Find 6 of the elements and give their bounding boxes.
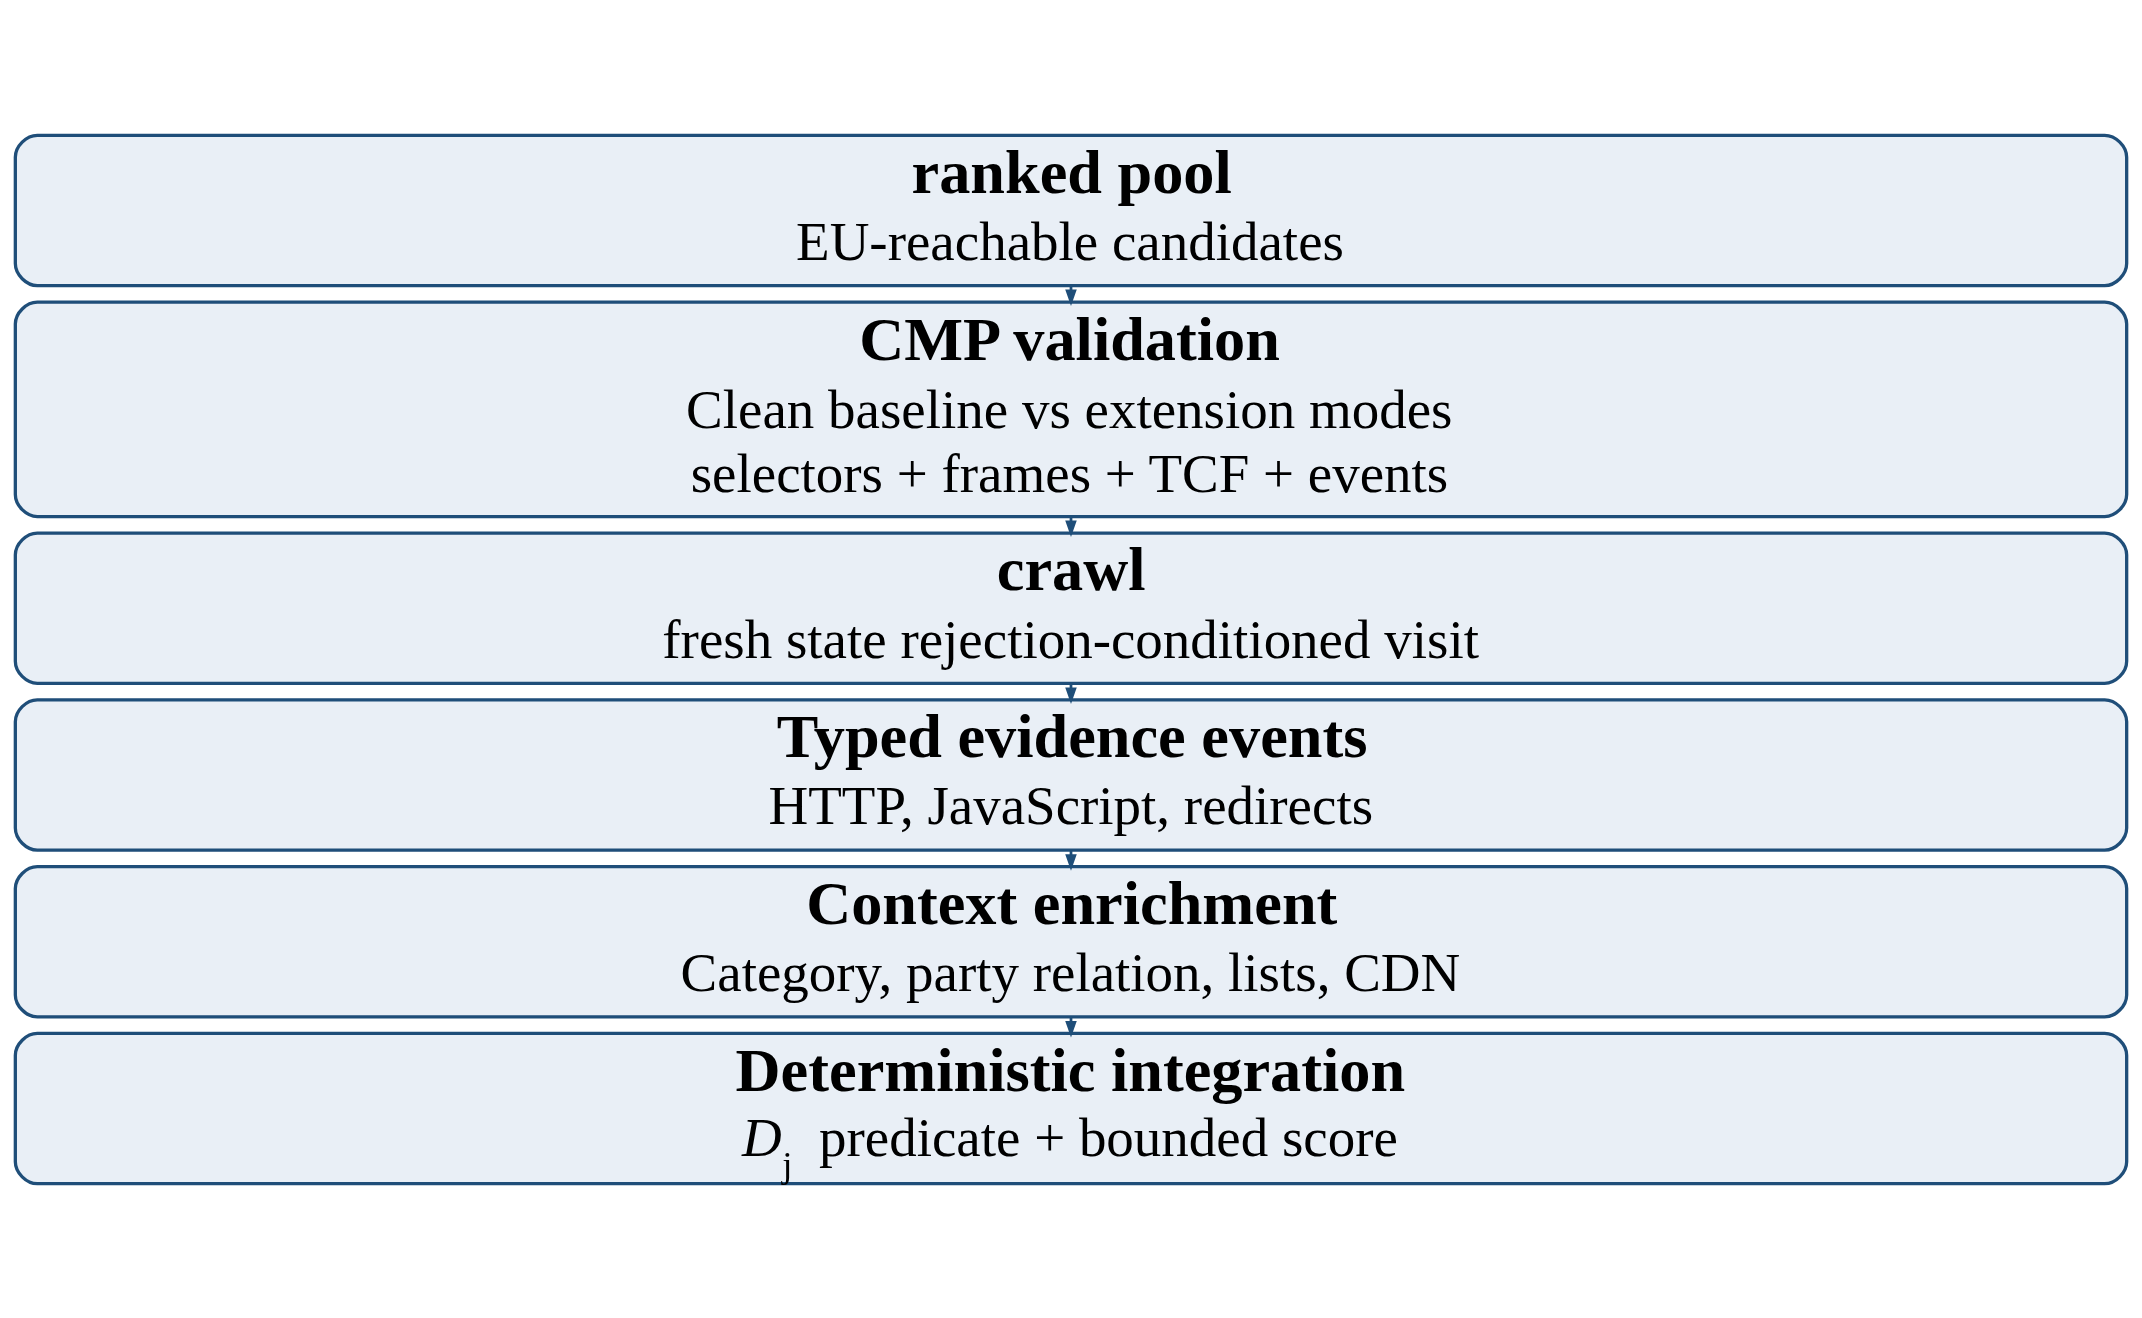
- node-box: crawl fresh state rejection-conditioned visit: [13, 530, 2129, 685]
- node-box: Context enrichment Category, party relation, lists, CDN: [13, 864, 2129, 1019]
- node-box: Typed evidence events HTTP, JavaScript, redirects: [13, 697, 2129, 852]
- node-box: CMP validation Clean baseline vs extension modes selectors + frames + TCF + events: [13, 299, 2129, 518]
- node-box: ranked pool EU-reachable candidates: [13, 133, 2129, 287]
- node-box: Deterministic integration D$_{j}$ predicate + bounded score: [13, 1031, 2129, 1185]
